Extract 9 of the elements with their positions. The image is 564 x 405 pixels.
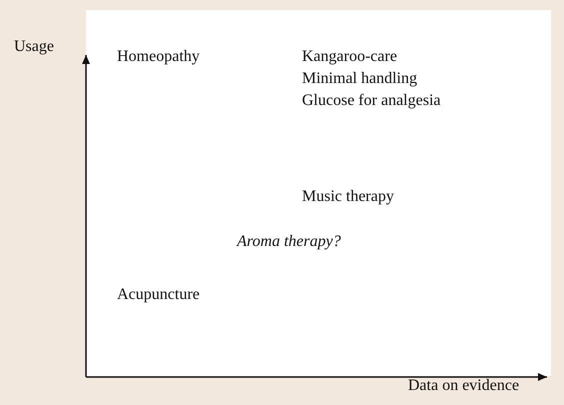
therapy-label: Music therapy — [302, 188, 394, 206]
therapy-label: Acupuncture — [117, 286, 200, 304]
axis-title: Data on evidence — [408, 377, 520, 395]
axis-title: Usage — [14, 38, 54, 56]
therapy-label: Homeopathy — [117, 48, 200, 66]
therapy-label: Kangaroo-care — [302, 48, 398, 66]
therapy-label: Minimal handling — [302, 70, 418, 88]
therapy-label: Aroma therapy? — [237, 233, 341, 251]
therapy-label: Glucose for analgesia — [302, 92, 441, 110]
